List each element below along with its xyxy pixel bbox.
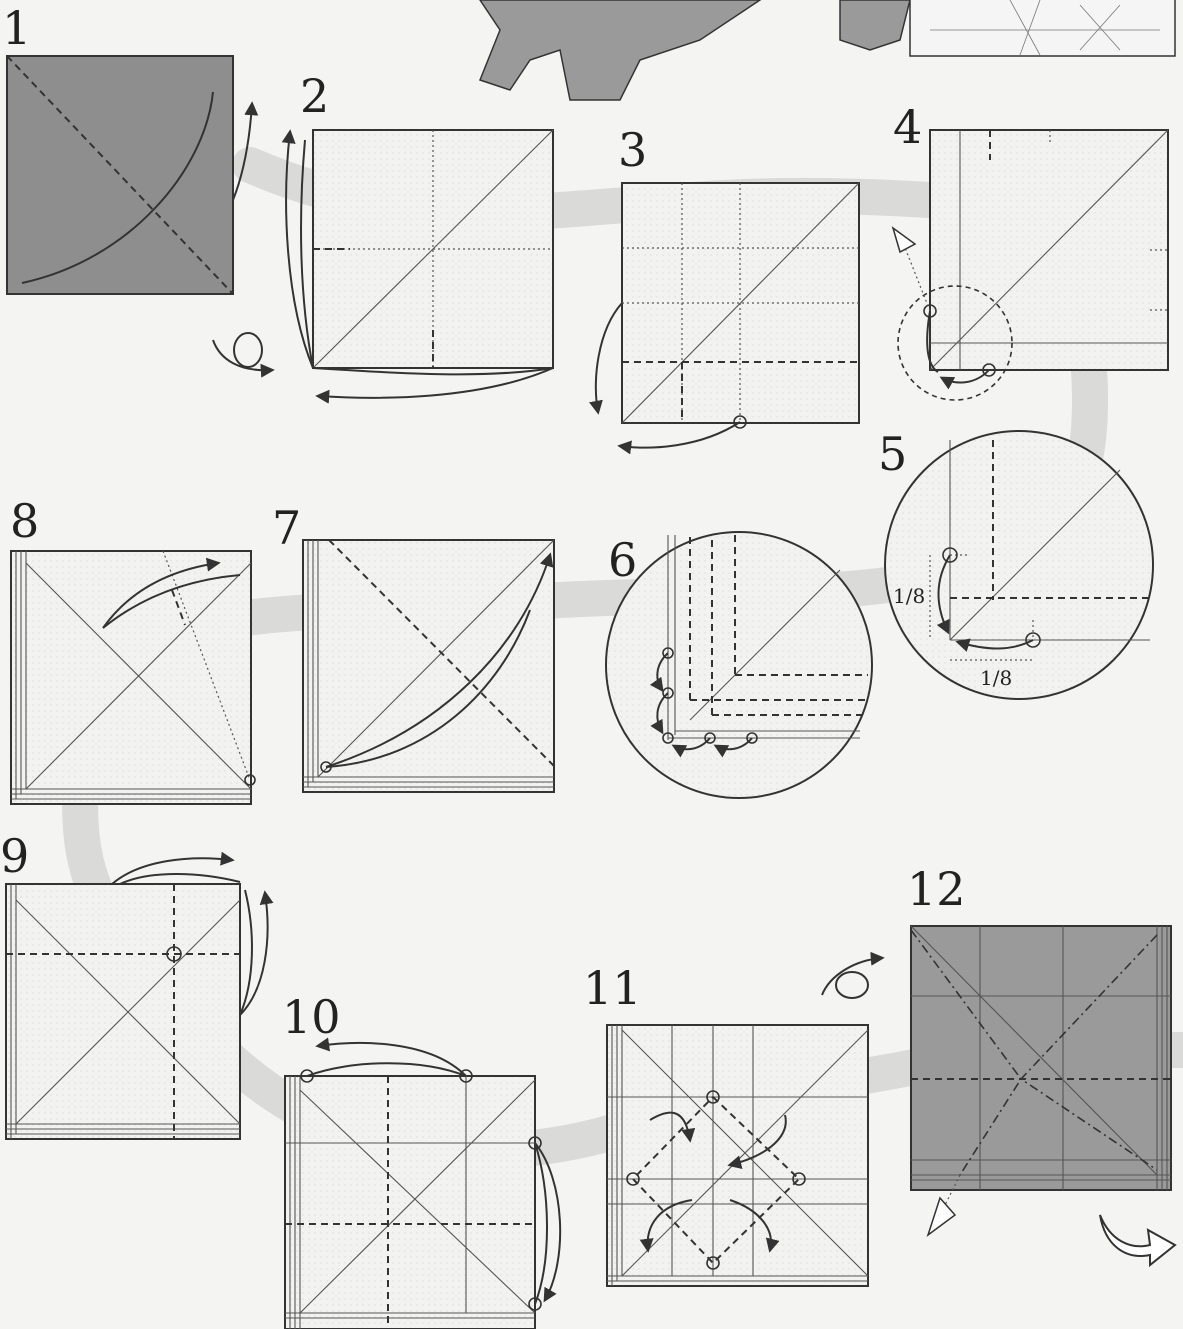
step-5: 5 1/8 1/8: [878, 427, 1153, 699]
step-10: 10: [282, 990, 560, 1329]
paper-square: [607, 1025, 868, 1286]
turn-over-icon: [213, 333, 272, 370]
step-7: 7: [272, 501, 554, 792]
paper-square: [6, 884, 240, 1139]
top-model-illustration: [480, 0, 1175, 100]
step-number: 11: [583, 961, 642, 1015]
zoom-circle: [885, 431, 1153, 699]
step-number: 8: [10, 494, 39, 548]
step-12: 12: [907, 862, 1171, 1235]
step-11: 11: [583, 961, 868, 1286]
fraction-label-vertical: 1/8: [893, 584, 925, 608]
step-6: 6: [606, 532, 872, 798]
eye-icon: [893, 228, 915, 252]
step-2: 2: [286, 69, 553, 398]
step-9: 9: [0, 829, 268, 1139]
paper-square: [11, 551, 251, 804]
next-page-arrow: [1100, 1215, 1175, 1265]
step-number: 9: [0, 829, 29, 883]
step-number: 6: [608, 533, 637, 587]
step-number: 12: [907, 862, 966, 916]
fold-arrow: [596, 303, 622, 412]
step-number: 1: [2, 1, 31, 55]
step-4: 4: [893, 100, 1168, 400]
fold-arrow: [620, 422, 740, 448]
step-number: 5: [878, 427, 907, 481]
eye-icon: [928, 1198, 955, 1235]
step-1: 1: [2, 1, 252, 294]
step-3: 3: [596, 123, 859, 448]
step-8: 8: [10, 494, 255, 804]
step-number: 10: [282, 990, 341, 1044]
step-number: 3: [618, 123, 647, 177]
step-number: 4: [893, 100, 922, 154]
step-number: 2: [300, 69, 329, 123]
step-number: 7: [272, 501, 301, 555]
rotate-icon: [822, 958, 882, 998]
zoom-circle: [606, 532, 872, 798]
fraction-label-horizontal: 1/8: [980, 666, 1012, 690]
